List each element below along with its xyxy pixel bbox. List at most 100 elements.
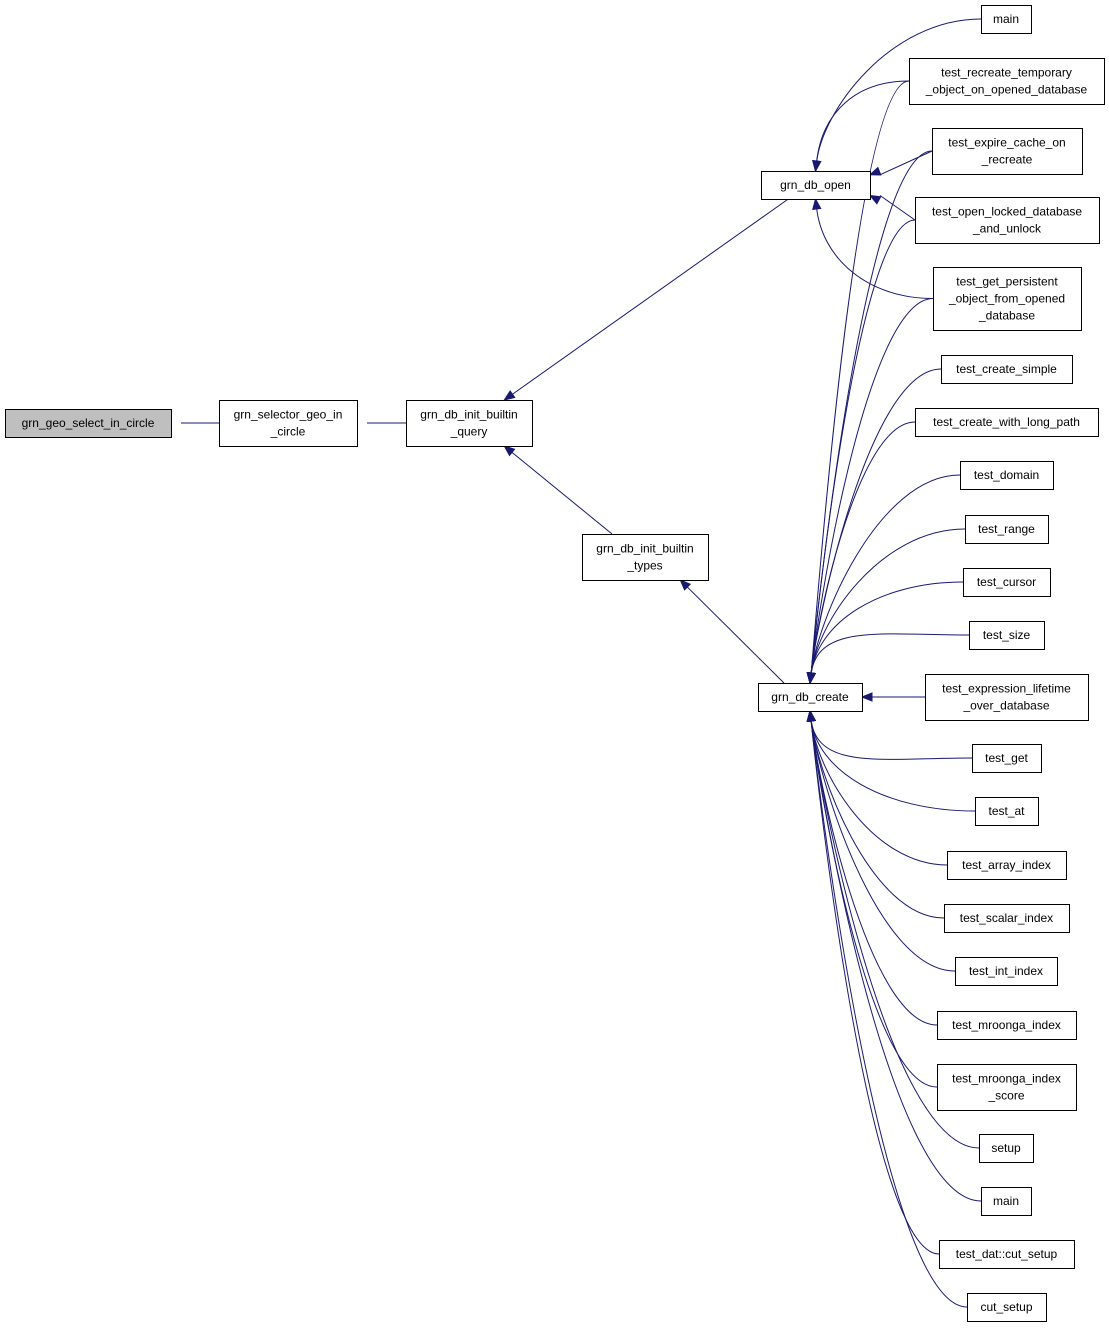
node-db-init-builtin-types[interactable]: grn_db_init_builtin_types xyxy=(582,534,709,581)
node-test-int-index[interactable]: test_int_index xyxy=(955,957,1058,986)
node-test-scalar-index[interactable]: test_scalar_index xyxy=(944,904,1070,933)
node-box xyxy=(932,128,1083,175)
node-test-range[interactable]: test_range xyxy=(965,515,1049,544)
node-test-domain[interactable]: test_domain xyxy=(960,461,1054,490)
node-main-top[interactable]: main xyxy=(981,5,1032,34)
node-box xyxy=(955,957,1058,986)
node-geo-select-in-circle[interactable]: grn_geo_select_in_circle xyxy=(5,409,172,438)
node-test-array-index[interactable]: test_array_index xyxy=(947,851,1067,880)
edge-test-expire-cache-to-db-open xyxy=(868,150,933,176)
node-selector-geo-in-circle[interactable]: grn_selector_geo_in_circle xyxy=(219,400,358,447)
node-box xyxy=(758,683,863,712)
node-label: test_open_locked_database xyxy=(932,205,1082,219)
node-cut-setup[interactable]: cut_setup xyxy=(967,1293,1047,1322)
node-box xyxy=(939,1240,1075,1269)
node-label: _database xyxy=(978,309,1035,323)
edge-test-open-locked-to-db-create xyxy=(806,219,916,685)
node-label: test_get_persistent xyxy=(956,275,1058,289)
node-label: test_mroonga_index xyxy=(952,1018,1061,1032)
node-label: _query xyxy=(450,425,488,439)
node-test-get[interactable]: test_get xyxy=(972,744,1042,773)
node-box xyxy=(941,355,1073,384)
edge-line xyxy=(810,718,945,919)
node-label: test_create_simple xyxy=(956,362,1057,376)
node-label: test_scalar_index xyxy=(960,911,1053,925)
node-test-open-locked[interactable]: test_open_locked_database_and_unlock xyxy=(915,197,1100,244)
node-label: _recreate xyxy=(981,153,1033,167)
edge-line xyxy=(810,718,968,1308)
edge-line xyxy=(512,198,789,395)
node-test-expire-cache[interactable]: test_expire_cache_on_recreate xyxy=(932,128,1083,175)
node-test-mroonga-index-score[interactable]: test_mroonga_index _score xyxy=(937,1064,1077,1111)
edge-line xyxy=(815,18,982,164)
node-label: cut_setup xyxy=(980,1300,1032,1314)
node-label: _score xyxy=(987,1089,1024,1103)
node-box xyxy=(965,515,1049,544)
node-test-size[interactable]: test_size xyxy=(969,621,1045,650)
edge-line xyxy=(810,150,933,676)
edge-test-create-with-long-path-to-db-create xyxy=(806,421,916,685)
edge-line xyxy=(810,633,970,676)
node-label: test_array_index xyxy=(962,858,1051,872)
node-box xyxy=(219,400,358,447)
node-label: test_dat::cut_setup xyxy=(956,1247,1058,1261)
node-test-get-persistent[interactable]: test_get_persistent _object_from_opened _d… xyxy=(933,267,1082,331)
edge-line xyxy=(810,718,956,972)
edge-line xyxy=(879,195,916,221)
node-label: test_cursor xyxy=(977,575,1036,589)
node-label: main xyxy=(993,12,1019,26)
node-label: test_domain xyxy=(974,468,1039,482)
edge-line xyxy=(810,718,976,812)
node-box xyxy=(406,400,533,447)
arrow-head xyxy=(860,692,873,702)
node-db-open[interactable]: grn_db_open xyxy=(761,171,871,200)
node-label: _object_from_opened xyxy=(948,292,1065,306)
node-setup[interactable]: setup xyxy=(979,1134,1034,1163)
node-label: _over_database xyxy=(962,699,1049,713)
node-box xyxy=(761,171,871,200)
node-box xyxy=(979,1134,1034,1163)
edge-db-init-builtin-types-to-db-init-builtin-query xyxy=(503,445,613,535)
node-test-cursor[interactable]: test_cursor xyxy=(963,568,1051,597)
node-box xyxy=(975,797,1039,826)
node-test-expression-lifetime[interactable]: test_expression_lifetime_over_database xyxy=(925,674,1089,721)
edge-line xyxy=(810,219,916,676)
arrow-head xyxy=(812,159,822,173)
node-box xyxy=(963,568,1051,597)
edge-db-create-to-db-init-builtin-types xyxy=(679,579,785,684)
node-label: test_mroonga_index xyxy=(952,1072,1061,1086)
edge-line xyxy=(879,150,933,176)
edge-test-size-to-db-create xyxy=(806,633,970,685)
edge-test-int-index-to-db-create xyxy=(806,709,956,972)
edge-line xyxy=(810,421,916,676)
node-label: grn_db_create xyxy=(771,690,849,704)
edge-test-cursor-to-db-create xyxy=(806,581,964,685)
arrow-head xyxy=(503,390,516,401)
node-test-create-simple[interactable]: test_create_simple xyxy=(941,355,1073,384)
node-box xyxy=(960,461,1054,490)
edge-test-open-locked-to-db-open xyxy=(868,194,916,221)
node-box xyxy=(967,1293,1047,1322)
edge-line xyxy=(810,581,964,676)
node-test-dat-cut-setup[interactable]: test_dat::cut_setup xyxy=(939,1240,1075,1269)
node-test-create-with-long-path[interactable]: test_create_with_long_path xyxy=(915,408,1099,437)
arrow-head xyxy=(503,445,516,457)
node-test-mroonga-index[interactable]: test_mroonga_index xyxy=(937,1011,1077,1040)
node-main-bottom[interactable]: main xyxy=(981,1187,1032,1216)
node-db-create[interactable]: grn_db_create xyxy=(758,683,863,712)
node-box xyxy=(5,409,172,438)
edge-line xyxy=(810,718,973,760)
edge-test-array-index-to-db-create xyxy=(806,709,948,866)
edge-line xyxy=(810,80,910,676)
edge-test-mroonga-index-to-db-create xyxy=(806,709,938,1026)
node-box xyxy=(937,1064,1077,1111)
node-test-at[interactable]: test_at xyxy=(975,797,1039,826)
edge-line xyxy=(687,586,785,684)
node-test-recreate-temporary[interactable]: test_recreate_temporary_object_on_opened… xyxy=(909,58,1105,105)
arrow-head xyxy=(812,197,822,211)
node-db-init-builtin-query[interactable]: grn_db_init_builtin_query xyxy=(406,400,533,447)
arrow-head xyxy=(868,194,882,205)
nodes-layer: grn_geo_select_in_circle grn_selector_geo… xyxy=(5,5,1105,1322)
edge-line xyxy=(810,298,934,676)
